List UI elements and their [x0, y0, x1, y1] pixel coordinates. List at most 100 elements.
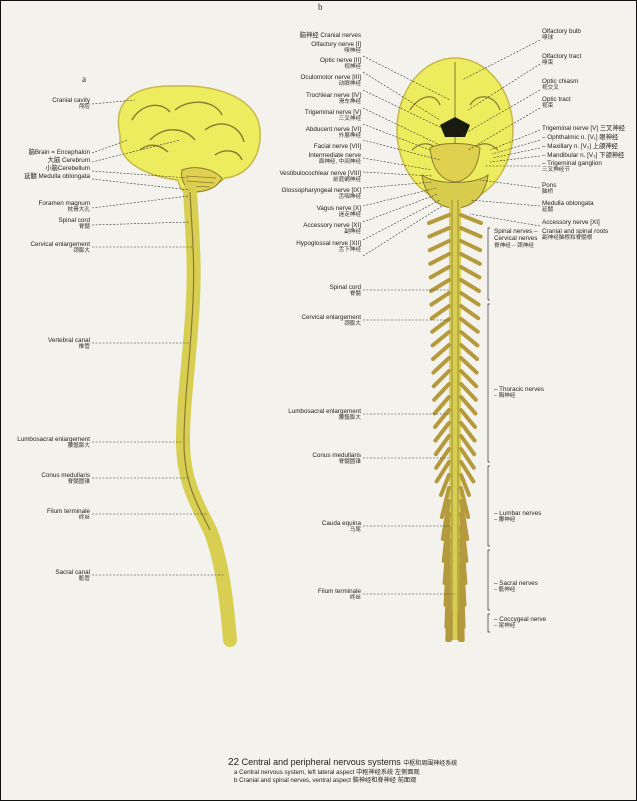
nerve-rootlet [459, 343, 479, 361]
nerve-rootlet [458, 603, 463, 642]
nerve-rootlet [427, 213, 451, 225]
nerve-rootlet [428, 265, 451, 280]
nerve-rootlet [431, 369, 451, 389]
nerve-rootlet [459, 408, 477, 429]
nerve-rootlet [429, 291, 451, 307]
label-abducent-nerve: Abducent nerve [VI]外展神经 [305, 126, 361, 140]
label-optic-nerve: Optic nerve [II]视神经 [320, 57, 361, 71]
nerve-rootlet [427, 239, 451, 253]
caption-line-b: b Cranial and spinal nerves, ventral asp… [234, 777, 417, 784]
nerve-rootlet [430, 330, 451, 348]
label-accessory-nerve: Accessory nerve [XI]副神经 [303, 222, 361, 236]
panel-label-a: a [82, 74, 86, 84]
label-lumbar-nerves: – Lumbar nerves– 腰神经 [494, 510, 542, 524]
nerve-rootlet [431, 343, 451, 361]
nerve-rootlet [429, 278, 451, 293]
nerve-rootlet [459, 239, 483, 253]
nerve-rootlet [440, 499, 451, 541]
label-oculomotor-nerve: Oculomotor nerve [III]动眼神经 [300, 74, 361, 88]
nerve-rootlet [459, 278, 481, 293]
label-glossopharyngeal-nerve: Glossopharyngeal nerve [IX]舌咽神经 [281, 187, 361, 201]
nerve-rootlet [439, 473, 451, 497]
nerve-rootlet [459, 486, 471, 519]
nerve-rootlet [459, 265, 482, 280]
caption-line-a: a Central nervous system, left lateral a… [234, 769, 420, 776]
nerve-rootlet [459, 304, 481, 321]
nerve-rootlet [459, 330, 480, 348]
label-thoracic-nerves: – Thoracic nerves– 胸神经 [494, 386, 544, 400]
caption-number: 22 [228, 757, 240, 768]
nerve-rootlet [459, 291, 481, 307]
label-hypoglossal-nerve: Hypoglossal nerve [XII]舌下神经 [296, 240, 361, 254]
label-vagus-nerve: Vagus nerve [X]迷走神经 [316, 205, 361, 219]
nerve-rootlet [433, 434, 451, 457]
nerve-rootlet [429, 304, 451, 321]
nerve-rootlet [430, 317, 451, 334]
nerve-rootlet [432, 395, 451, 416]
nerve-rootlet [459, 252, 482, 266]
nerve-rootlet [459, 460, 476, 484]
nerve-rootlet [433, 408, 451, 429]
nerve-rootlet [459, 447, 476, 470]
nerve-rootlet [459, 395, 478, 416]
nerve-rootlet [427, 226, 451, 239]
nerve-rootlet [428, 252, 451, 266]
leader-lines [91, 39, 541, 595]
figure-a-brain [117, 85, 261, 194]
caption-title-cn: 中枢和周围神经系统 [403, 761, 458, 767]
nerve-rootlet [432, 382, 451, 402]
nerve-rootlet [434, 460, 451, 484]
caption-title: Central and peripheral nervous systems [241, 757, 401, 767]
nerve-rootlet [459, 213, 483, 225]
nerve-rootlet [459, 421, 477, 443]
label-ophthalmic-nerve: – Ophthalmic n. [V₁] 眼神经 [542, 134, 619, 141]
label-trigeminal-nerve-right: Trigeminal nerve [V] 三叉神经 [542, 125, 626, 132]
nerve-rootlet [459, 434, 477, 457]
figure-b-brain [396, 57, 514, 209]
figure-a-spinal-cord [175, 183, 237, 647]
label-vestibulocochlear-nerve: Vestibulocochlear nerve [VIII]前庭蜗神经 [279, 170, 361, 184]
nerve-rootlet [459, 499, 470, 541]
label-cerebrum: 大脑 Cerebrum [47, 157, 90, 164]
nerve-rootlet [459, 226, 483, 239]
label-cranial-nerves: 脑神经 Cranial nerves [299, 32, 361, 39]
label-facial-nerve: Facial nerve [VII] [313, 143, 361, 150]
figure-caption: 22 Central and peripheral nervous system… [228, 757, 457, 785]
nerve-rootlet [459, 382, 478, 402]
label-mandibular-nerve: – Mandibular n. [V₃] 下颌神经 [542, 152, 625, 159]
nerve-rootlet [447, 603, 452, 642]
label-brain: 脑Brain = Encephalon [28, 149, 90, 156]
label-trochlear-nerve: Trochlear nerve [IV]滑车神经 [305, 92, 361, 106]
label-coccygeal-nerve: – Coccygeal nerve– 尾神经 [494, 616, 547, 630]
brackets [487, 227, 490, 633]
spinal-nerve-roots [427, 213, 483, 642]
nerve-rootlet [439, 486, 451, 519]
panel-label-b: b [318, 2, 323, 12]
label-medulla-oblongata: 延髓 Medulla oblongata [24, 173, 90, 180]
nerve-rootlet [433, 421, 451, 443]
label-trigeminal-nerve: Trigeminal nerve [V]三叉神经 [304, 109, 361, 123]
